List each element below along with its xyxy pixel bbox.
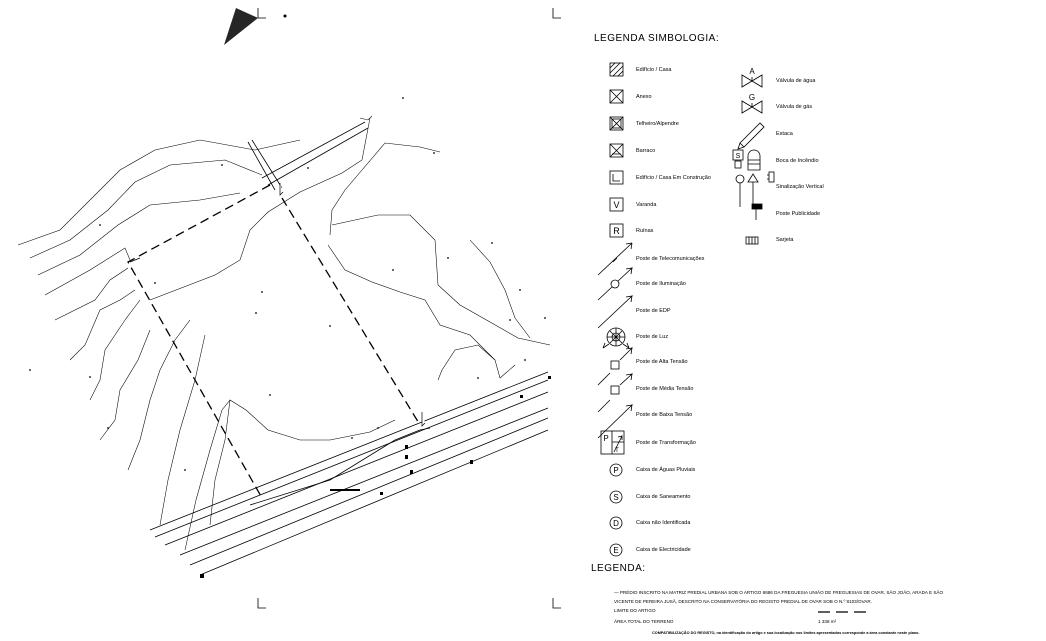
legend-label-stake: Estaca — [776, 131, 793, 137]
building-hatched-icon — [609, 62, 624, 77]
legend-label-vertical-signage: Sinalização Vertical — [776, 184, 824, 190]
property-limit-line — [127, 184, 421, 499]
rainwater-box-p-icon — [609, 463, 623, 477]
legend-label-medium-voltage-pole: Poste de Média Tensão — [636, 386, 694, 392]
unidentified-box-d-icon — [609, 516, 623, 530]
legend-label-annex-box: Anexo — [636, 94, 652, 100]
notes-description: — PRÉDIO INSCRITO NA MATRIZ PREDIAL URBA… — [614, 590, 944, 604]
telecom-pole-icon — [597, 242, 633, 276]
legend-label-edp-pole: Poste de EDP — [636, 308, 671, 314]
veranda-letter: V — [613, 200, 619, 210]
fire-hydrant-icon — [732, 149, 761, 171]
legend-label-gas-valve: Válvula de gás — [776, 104, 813, 110]
rain-letter: P — [613, 466, 618, 475]
transformer-pole-icon — [600, 430, 625, 455]
ruins-r-box-icon — [609, 223, 624, 238]
lighting-pole-icon — [597, 267, 634, 301]
legend-label-unidentified-box-d: Caixa não Identificada — [636, 520, 691, 526]
medium-voltage-pole-icon — [597, 373, 634, 413]
legend-label-sanitation-box-s: Caixa de Saneamento — [636, 494, 691, 500]
area-label: ÁREA TOTAL DO TERRENO — [614, 619, 674, 624]
drain-grate-icon — [745, 236, 759, 245]
legend-label-water-valve: Válvula de água — [776, 78, 816, 84]
annex-box-icon — [609, 89, 624, 104]
notes-footnote: COMPATIBILIZAÇÃO DO REGISTO, na identifi… — [652, 631, 920, 635]
gas-valve-icon — [741, 100, 763, 114]
electricity-letter: E — [613, 546, 618, 555]
unidentified-letter: D — [613, 519, 619, 528]
water-valve-icon — [741, 74, 763, 88]
legend-title: LEGENDA SIMBOLOGIA: — [594, 33, 720, 44]
legend-label-ruins-r-box: Ruínas — [636, 228, 654, 234]
legend-label-light-pole: Poste de Luz — [636, 334, 669, 340]
legend-label-advertising-post: Poste Publicidade — [776, 211, 821, 217]
sanitation-box-s-icon — [609, 490, 623, 504]
legend-label-electricity-box-e: Caixa de Electricidade — [636, 547, 691, 553]
veranda-v-box-icon — [609, 197, 624, 212]
legend-label-drain-grate: Sarjeta — [776, 237, 794, 243]
area-value: 1 338 m² — [818, 619, 837, 624]
legend-label-telecom-pole: Poste de Telecomunicações — [636, 256, 705, 262]
legend-label-low-voltage-pole: Poste de Baixa Tensão — [636, 412, 693, 418]
edp-pole-icon — [597, 295, 634, 329]
legend-label-building-hatched: Edifício / Casa — [636, 67, 672, 73]
advertising-post-icon — [751, 203, 763, 220]
transformer-t-letter: T — [615, 448, 619, 454]
legend-label-high-voltage-pole: Poste de Alta Tensão — [636, 359, 688, 365]
sanitation-letter: S — [613, 493, 618, 502]
high-voltage-pole-icon — [597, 347, 634, 386]
road-lines — [129, 121, 549, 576]
notes-title: LEGENDA: — [591, 563, 646, 574]
shed-box-icon — [609, 116, 624, 131]
spot-elevations — [29, 97, 546, 471]
contour-lines — [17, 115, 551, 551]
shack-box-icon — [609, 143, 624, 158]
light-pole-icon — [602, 327, 630, 349]
legend-label-fire-hydrant: Boca de Incêndio — [776, 158, 819, 164]
vertical-signage-icon — [735, 171, 775, 207]
legend-label-building-under-construction: Edifício / Casa Em Construção — [636, 175, 711, 181]
gas-valve-letter: G — [749, 93, 755, 102]
north-arrow-icon — [224, 8, 287, 45]
legend-label-veranda-v-box: Varanda — [636, 202, 657, 208]
low-voltage-pole-icon — [597, 404, 634, 439]
legend-label-shack-box: Barraco — [636, 148, 656, 154]
water-valve-letter: A — [749, 67, 755, 76]
legend-label-rainwater-box-p: Caixa de Águas Pluviais — [636, 467, 696, 473]
transformer-p-letter: P — [603, 434, 608, 443]
electricity-box-e-icon — [609, 543, 623, 557]
stake-icon — [737, 122, 765, 150]
building-under-construction-icon — [609, 170, 624, 185]
legend-label-shed-box: Telheiro/Alpendre — [636, 121, 679, 127]
hydrant-s-letter: S — [736, 153, 741, 160]
ruins-letter: R — [613, 226, 620, 236]
legend-label-lighting-pole: Poste de Iluminação — [636, 281, 686, 287]
road-details — [200, 376, 551, 578]
legend-label-transformer-pole: Poste de Transformação — [636, 440, 696, 446]
benchmark-markers — [279, 183, 426, 427]
limit-label: LIMITE DO ARTIGO — [614, 608, 656, 613]
